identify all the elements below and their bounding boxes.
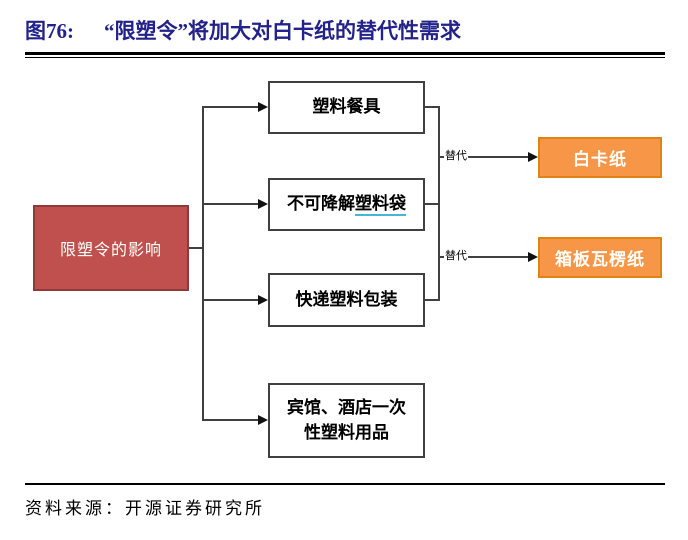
node-white-cardboard: 白卡纸	[538, 137, 662, 178]
connector-mid2-stub	[425, 203, 440, 205]
connector-branch-4	[202, 419, 259, 421]
connector-left-spine	[202, 107, 204, 421]
figure-title-row: 图76: “限塑令”将加大对白卡纸的替代性需求	[25, 15, 461, 45]
node-label: 宾馆、酒店一次性塑料用品	[287, 397, 406, 442]
node-label: 不可降解塑料袋	[287, 192, 406, 217]
node-label: 箱板瓦楞纸	[555, 250, 645, 269]
edge-label-replace-1: 替代	[444, 150, 468, 163]
node-label: 塑料餐具	[312, 97, 381, 117]
arrowhead-branch-1	[258, 102, 268, 112]
node-nondegradable-plastic-bags: 不可降解塑料袋	[268, 178, 425, 231]
node-plastic-ban-impact: 限塑令的影响	[33, 205, 189, 291]
connector-branch-3	[202, 299, 259, 301]
node-label: 限塑令的影响	[59, 242, 162, 259]
node-label: 快递塑料包装	[295, 289, 398, 309]
connector-right-spine	[438, 106, 440, 301]
node-label-prefix: 不可降解	[287, 194, 355, 214]
node-label: 白卡纸	[573, 150, 627, 169]
arrowhead-branch-2	[258, 199, 268, 209]
edge-label-replace-2: 替代	[444, 250, 468, 263]
arrowhead-branch-3	[258, 295, 268, 305]
connector-mid1-stub	[425, 106, 440, 108]
connector-replace-1	[438, 156, 530, 158]
figure-title: “限塑令”将加大对白卡纸的替代性需求	[104, 19, 461, 43]
arrowhead-replace-1	[528, 152, 538, 162]
source-note: 资料来源：开源证券研究所	[25, 499, 265, 518]
title-divider-thin	[25, 57, 665, 58]
title-divider-thick	[25, 52, 665, 55]
connector-replace-2	[438, 256, 530, 258]
node-containerboard-corrugated: 箱板瓦楞纸	[538, 237, 662, 278]
node-hotel-disposable-plastics: 宾馆、酒店一次性塑料用品	[268, 383, 425, 458]
connector-branch-1	[202, 106, 259, 108]
node-label-underlined: 塑料袋	[355, 194, 406, 217]
node-plastic-tableware: 塑料餐具	[268, 81, 425, 134]
connector-mid3-stub	[425, 299, 440, 301]
connector-root-stub	[189, 247, 203, 249]
node-express-plastic-packaging: 快递塑料包装	[268, 273, 425, 327]
figure-number: 图76:	[25, 19, 74, 43]
footer-divider	[25, 483, 665, 485]
arrowhead-replace-2	[528, 252, 538, 262]
arrowhead-branch-4	[258, 415, 268, 425]
connector-branch-2	[202, 203, 259, 205]
